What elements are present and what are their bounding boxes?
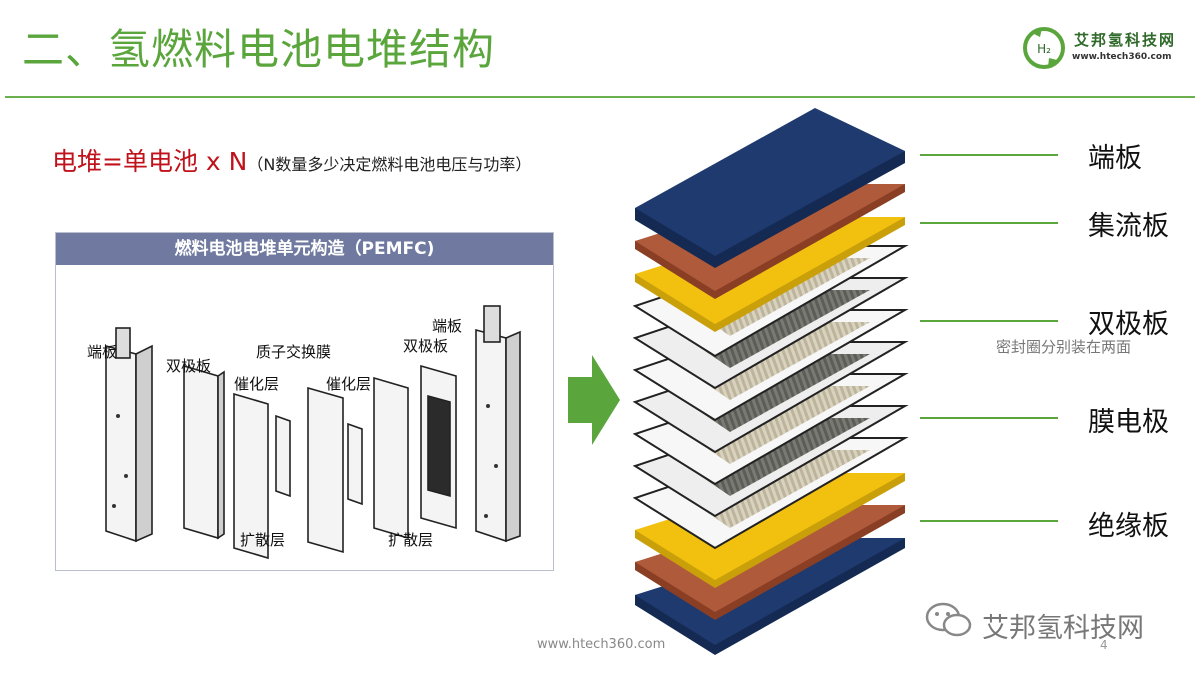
bottom-end-plate <box>635 538 905 655</box>
label-diffusion-right: 扩散层 <box>388 531 434 549</box>
bottom-collector-plate <box>635 505 905 620</box>
diagram-header: 燃料电池电堆单元构造（PEMFC) <box>56 233 553 265</box>
label-bipolar-left: 双极板 <box>166 357 212 375</box>
company-logo: H₂ 艾邦氢科技网 www.htech360.com <box>1020 24 1195 74</box>
logo-name: 艾邦氢科技网 <box>1074 31 1177 49</box>
stack-formula: 电堆=单电池 x N（N数量多少决定燃料电池电压与功率） <box>52 142 531 178</box>
label-insulation: 绝缘板 <box>1088 511 1169 542</box>
pemfc-unit-diagram: 燃料电池电堆单元构造（PEMFC) <box>55 232 554 571</box>
top-insulation-plate <box>635 217 905 332</box>
wechat-icon <box>925 602 972 637</box>
label-catalyst-left: 催化层 <box>234 375 280 393</box>
label-membrane: 质子交换膜 <box>256 343 332 361</box>
label-diffusion-left: 扩散层 <box>240 531 286 549</box>
logo-url: www.htech360.com <box>1072 52 1172 62</box>
left-end-plate-tab <box>115 327 131 359</box>
page-number: 4 <box>1100 638 1108 652</box>
label-end-plate-left: 端板 <box>87 343 118 361</box>
label-end-plate: 端板 <box>1088 143 1142 174</box>
h2-badge: H₂ <box>1037 42 1051 56</box>
left-end-plate-side <box>105 344 137 543</box>
label-seal-note: 密封圈分别装在两面 <box>996 338 1132 356</box>
watermark-text: 艾邦氢科技网 <box>982 613 1144 644</box>
flow-field <box>427 394 451 498</box>
formula-main: 电堆=单电池 x N <box>52 147 248 176</box>
right-arrow-icon <box>568 355 620 445</box>
label-end-plate-right: 端板 <box>432 317 463 335</box>
label-mea: 膜电极 <box>1088 407 1169 438</box>
left-diffusion-layer <box>233 392 269 560</box>
footer-url: www.htech360.com <box>537 637 666 652</box>
left-bipolar-plate <box>183 364 219 540</box>
label-current-collector: 集流板 <box>1088 211 1169 242</box>
slide-title: 二、氢燃料电池电堆结构 <box>22 25 496 74</box>
left-catalyst-layer <box>275 414 291 498</box>
exploded-stack-illustration <box>632 108 909 655</box>
left-end-plate-edge <box>135 344 153 543</box>
title-divider <box>5 96 1195 98</box>
exploded-cell-drawing <box>105 305 521 560</box>
label-catalyst-right: 催化层 <box>326 375 372 393</box>
top-end-plate <box>635 108 905 268</box>
right-diffusion-layer <box>373 376 409 540</box>
membrane-sheet <box>307 386 344 554</box>
right-catalyst-layer <box>347 422 363 506</box>
bottom-insulation-plate <box>635 473 905 588</box>
label-bipolar-plate: 双极板 <box>1088 309 1169 340</box>
label-bipolar-right: 双极板 <box>403 337 449 355</box>
formula-note: （N数量多少决定燃料电池电压与功率） <box>247 155 532 174</box>
right-end-plate-tab <box>483 305 501 343</box>
right-end-plate <box>475 328 507 543</box>
